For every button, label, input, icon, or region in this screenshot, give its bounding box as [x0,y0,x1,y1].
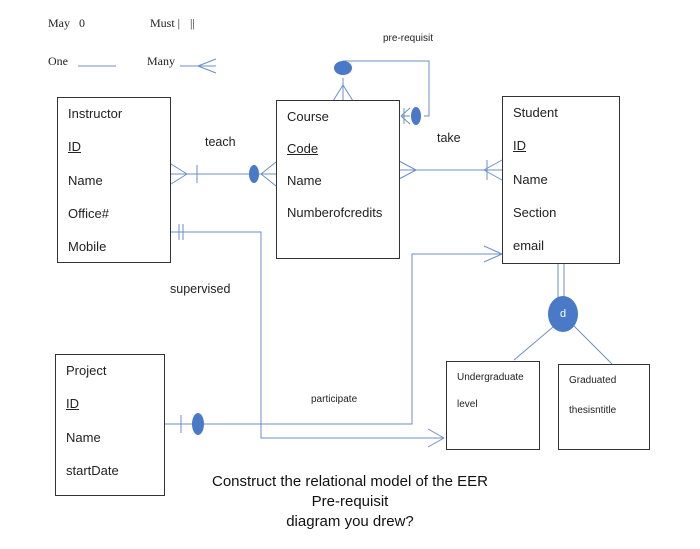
project-attr-id: ID [66,396,79,411]
prerequisit-optional-dot-side [411,107,421,125]
specialization-lines [513,264,613,365]
course-attr-name: Name [287,173,322,188]
teach-link [170,161,277,187]
student-attr-email: email [513,238,545,253]
participate-optional-dot [192,413,204,435]
student-attr-id: ID [513,138,526,153]
course-attr-credits: Numberofcredits [287,205,383,220]
instructor-title: Instructor [68,106,123,121]
question-line-1: Construct the relational model of the EE… [212,473,488,490]
student-entity: Student ID Name Section email [502,96,620,264]
student-attr-name: Name [513,172,548,187]
undergraduate-entity: Undergraduate level [446,361,540,450]
legend-glyphs [78,58,217,74]
teach-optional-dot [249,165,259,183]
course-entity: Course Code Name Numberofcredits [276,100,400,259]
question-line-3: diagram you drew? [286,513,414,530]
graduated-title: Graduated [569,375,617,386]
participate-link [165,245,503,433]
instructor-attr-office: Office# [68,206,109,221]
project-attr-startdate: startDate [66,463,119,478]
question-text: Construct the relational model of the EE… [175,472,525,532]
instructor-attr-mobile: Mobile [68,239,107,254]
legend-many-fork-lower [197,65,217,74]
disjoint-specialization-circle: d [548,296,578,332]
graduated-entity: Graduated thesisntitle [558,364,650,450]
instructor-attr-id: ID [68,139,81,154]
graduated-attr-thesis: thesisntitle [569,405,617,416]
course-title: Course [287,109,329,124]
student-title: Student [513,105,558,120]
student-attr-section: Section [513,205,557,220]
take-label: take [437,131,461,145]
take-link [398,159,503,181]
prerequisit-optional-dot-top [334,61,352,75]
legend-one-label: One [48,54,68,68]
participate-label: participate [311,394,358,405]
project-entity: Project ID Name startDate [55,354,165,496]
instructor-entity: Instructor ID Name Office# Mobile [57,97,171,263]
legend-may-label: May [48,16,70,30]
project-attr-name: Name [66,430,101,445]
legend-many-label: Many [147,54,175,68]
question-line-2: Pre-requisit [311,493,389,510]
supervised-label: supervised [170,282,231,296]
undergraduate-attr-level: level [457,399,478,410]
teach-label: teach [205,135,236,149]
legend-may-symbol: 0 [79,16,85,30]
project-title: Project [66,363,107,378]
prerequisit-label: pre-requisit [383,33,434,44]
undergraduate-title: Undergraduate [457,372,524,383]
legend-many-fork-upper [197,58,217,67]
legend-must-label: Must | [150,16,181,30]
course-attr-code: Code [287,141,319,156]
legend-must-symbol: || [190,16,195,30]
disjoint-symbol: d [559,308,567,320]
supervised-link [171,224,445,448]
instructor-attr-name: Name [68,173,103,188]
